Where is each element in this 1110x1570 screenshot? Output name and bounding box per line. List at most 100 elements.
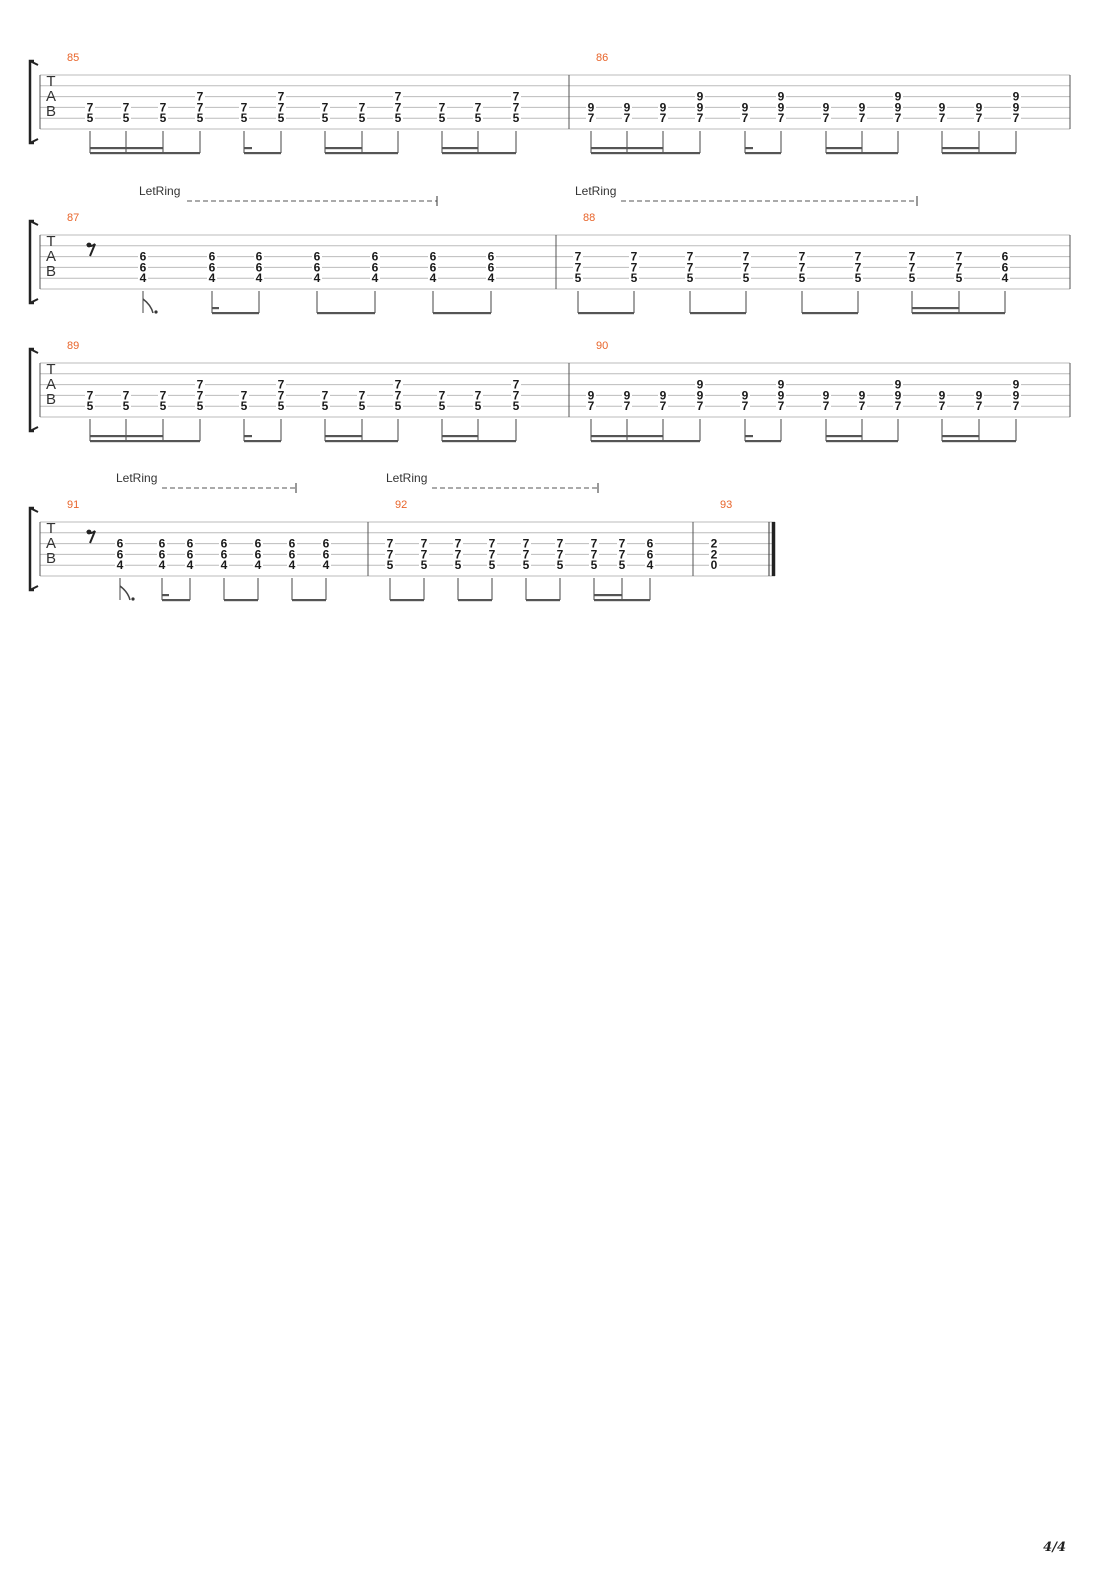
fret-number: 9 [976,100,983,114]
fret-number: 6 [140,250,147,264]
tab-clef-letter: A [46,535,56,552]
fret-bg [853,273,863,285]
fret-number: 4 [159,558,166,572]
fret-number: 6 [488,250,495,264]
beam [325,152,398,155]
fret-number: 9 [823,100,830,114]
fret-number: 9 [1013,378,1020,392]
fret-bg [821,401,831,413]
fret-bg [276,401,286,413]
fret-bg [555,560,565,572]
fret-number: 5 [439,111,446,125]
fret-number: 9 [859,388,866,402]
fret-bg [195,91,205,103]
fret-bg [776,390,786,402]
fret-number: 6 [372,260,379,274]
beam [942,152,1016,155]
beam-secondary [325,147,362,150]
fret-number: 9 [624,100,631,114]
fret-number: 6 [1002,260,1009,274]
fret-number: 5 [160,111,167,125]
fret-number: 2 [711,547,718,561]
fret-bg [486,251,496,263]
fret-bg [320,401,330,413]
fret-number: 6 [159,537,166,551]
tab-clef-letter: B [46,550,56,567]
fret-bg [115,560,125,572]
bracket-hook [29,298,39,304]
fret-number: 4 [314,271,321,285]
beam [212,312,259,315]
fret-bg [740,401,750,413]
fret-number: 5 [475,111,482,125]
fret-number: 6 [647,547,654,561]
fret-bg [893,379,903,391]
fret-number: 5 [956,271,963,285]
fret-bg [393,91,403,103]
fret-number: 9 [660,100,667,114]
fret-number: 5 [619,558,626,572]
fret-number: 7 [859,399,866,413]
fret-bg [586,102,596,114]
beam-secondary [591,147,663,150]
fret-number: 7 [823,111,830,125]
fret-number: 7 [322,100,329,114]
beam-secondary [442,435,478,438]
fret-bg [158,401,168,413]
fret-bg [573,273,583,285]
fret-number: 7 [956,250,963,264]
beam-secondary [826,147,862,150]
fret-bg [622,401,632,413]
fret-bg [158,102,168,114]
fret-bg [622,113,632,125]
fret-bg [974,113,984,125]
fret-number: 9 [939,388,946,402]
fret-number: 6 [647,537,654,551]
tab-clef-letter: T [46,361,55,378]
fret-number: 4 [140,271,147,285]
eighth-rest-dot [86,529,92,535]
fret-bg [453,538,463,550]
fret-bg [370,262,380,274]
fret-number: 6 [209,250,216,264]
fret-number: 7 [619,537,626,551]
fret-bg [1000,273,1010,285]
fret-number: 6 [430,250,437,264]
fret-number: 7 [421,547,428,561]
bracket-hook [29,426,39,432]
fret-number: 7 [909,250,916,264]
fret-bg [573,251,583,263]
fret-bg [195,379,205,391]
fret-bg [622,102,632,114]
fret-bg [937,401,947,413]
fret-bg [370,273,380,285]
fret-number: 6 [289,547,296,561]
fret-bg [195,102,205,114]
measure-number: 91 [67,499,79,511]
fret-number: 7 [939,399,946,413]
beam-secondary [591,435,663,438]
beam-secondary [826,435,862,438]
fret-bg [121,113,131,125]
fret-number: 9 [588,388,595,402]
fret-number: 7 [624,399,631,413]
fret-number: 7 [591,547,598,561]
fret-number: 9 [1013,388,1020,402]
fret-bg [573,262,583,274]
fret-number: 5 [439,399,446,413]
fret-bg [239,102,249,114]
beam-secondary [244,435,252,438]
tab-clef-letter: B [46,263,56,280]
fret-bg [511,113,521,125]
fret-bg [893,401,903,413]
fret-bg [695,379,705,391]
fret-bg [207,273,217,285]
fret-bg [385,538,395,550]
fret-bg [685,251,695,263]
beam-secondary [162,594,169,597]
fret-bg [185,560,195,572]
fret-bg [437,113,447,125]
beam-secondary [912,307,959,310]
fret-bg [974,390,984,402]
fret-bg [437,401,447,413]
